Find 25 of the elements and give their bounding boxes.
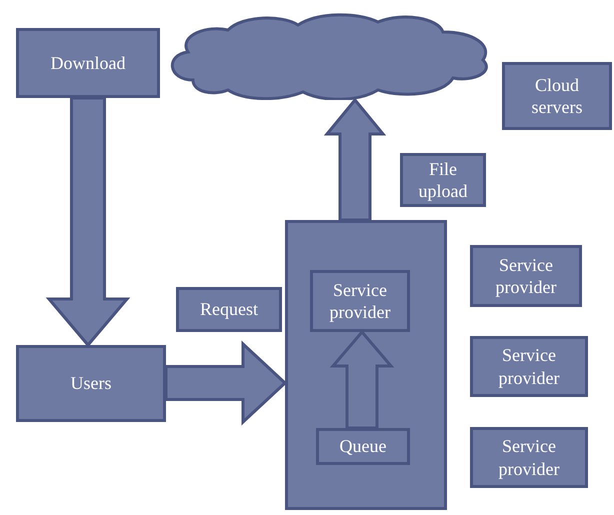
block-arrow — [330, 330, 394, 430]
box-label: Cloud servers — [530, 74, 584, 118]
container-box — [285, 220, 447, 510]
box-label: Request — [199, 298, 259, 321]
box-label: Service provider — [494, 254, 558, 298]
process-box — [310, 270, 410, 332]
process-box — [316, 428, 410, 465]
process-box — [470, 245, 582, 307]
box-label: Queue — [338, 435, 388, 458]
box-label: File upload — [418, 158, 468, 202]
block-arrow — [164, 340, 288, 426]
process-box — [16, 345, 166, 422]
process-box — [470, 336, 588, 397]
box-label: Service provider — [328, 278, 392, 324]
box-label: Service provider — [498, 435, 560, 480]
process-box — [470, 427, 588, 488]
process-box — [400, 153, 486, 207]
process-box — [16, 28, 160, 98]
box-label: Service provider — [498, 344, 560, 389]
box-label: Users — [70, 372, 112, 395]
block-arrow — [46, 96, 130, 348]
process-box — [502, 62, 612, 130]
process-box — [176, 287, 282, 332]
block-arrow — [324, 98, 386, 222]
box-label: Download — [50, 52, 126, 74]
